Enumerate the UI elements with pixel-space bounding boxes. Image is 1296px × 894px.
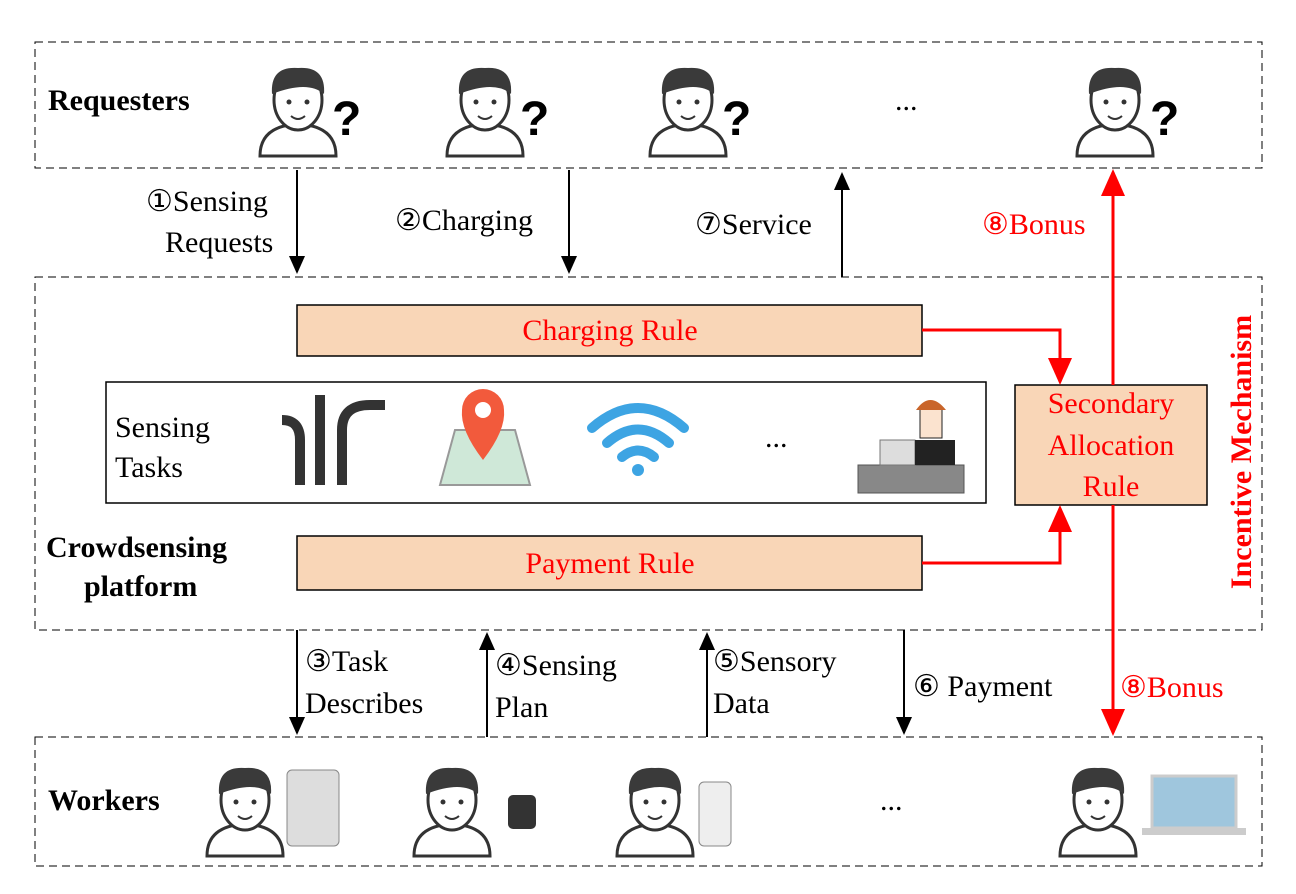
road-icon xyxy=(281,395,385,485)
sensing-tasks-ellipsis: ... xyxy=(765,421,788,454)
step-8-bonus-bottom: ⑧Bonus xyxy=(1120,671,1224,704)
step-7-label: ⑦Service xyxy=(695,208,812,241)
step-5-label: ⑤Sensory xyxy=(713,645,837,678)
platform-group xyxy=(34,276,1263,631)
question-icon: ? xyxy=(722,93,751,146)
secondary-allocation-rule-box xyxy=(1014,384,1208,506)
charging-rule-label: Charging Rule xyxy=(522,314,697,347)
requester-avatar xyxy=(1075,66,1155,158)
worker-avatar xyxy=(615,766,695,858)
question-icon: ? xyxy=(1150,93,1179,146)
question-icon: ? xyxy=(332,93,361,146)
step-3-label: Describes xyxy=(305,687,423,720)
step-1-label: Requests xyxy=(165,226,273,259)
step-5-label: Data xyxy=(713,687,770,720)
step-2-label: ②Charging xyxy=(395,204,533,237)
requesters-group xyxy=(34,41,1263,169)
step-6-label: ⑥ Payment xyxy=(913,670,1053,703)
payment-to-secondary-arrow xyxy=(922,505,1072,565)
charging-to-secondary-arrow xyxy=(922,328,1072,385)
requester-avatar xyxy=(445,66,525,158)
smartwatch-icon xyxy=(508,795,536,829)
worker-avatar xyxy=(205,766,285,858)
workers-ellipsis: ... xyxy=(880,784,903,817)
payment-rule-label: Payment Rule xyxy=(525,547,694,580)
worker-avatar xyxy=(1058,766,1138,858)
requester-avatar xyxy=(258,66,338,158)
requesters-ellipsis: ... xyxy=(895,84,918,117)
smartphone-icon xyxy=(698,781,732,847)
step-4-label: ④Sensing xyxy=(495,649,617,682)
secondary-allocation-label: Allocation xyxy=(1048,429,1175,462)
step-1-label: ①Sensing xyxy=(146,185,268,218)
workers-group xyxy=(34,736,1263,867)
tablet-icon xyxy=(286,769,340,847)
sensing-tasks-label: Tasks xyxy=(115,451,183,484)
incentive-mechanism-label: Incentive Mechanism xyxy=(1225,315,1258,589)
step-3-label: ③Task xyxy=(305,645,388,678)
platform-label: platform xyxy=(84,570,197,603)
workers-label: Workers xyxy=(48,784,160,817)
step-4-label: Plan xyxy=(495,691,548,724)
wifi-icon xyxy=(587,403,689,476)
sensing-tasks-label: Sensing xyxy=(115,411,210,444)
stressed-worker-icon xyxy=(857,400,965,494)
charging-rule-box xyxy=(296,304,923,357)
secondary-allocation-label: Secondary xyxy=(1048,387,1175,420)
requester-avatar xyxy=(648,66,728,158)
requesters-label: Requesters xyxy=(48,84,190,117)
sensing-tasks-box xyxy=(105,381,987,504)
secondary-allocation-label: Rule xyxy=(1083,470,1140,503)
step-8-bonus-top: ⑧Bonus xyxy=(982,208,1086,241)
map-pin-icon xyxy=(438,389,532,486)
question-icon: ? xyxy=(520,93,549,146)
payment-rule-box xyxy=(296,535,923,591)
platform-label: Crowdsensing xyxy=(46,531,227,564)
laptop-icon xyxy=(1142,774,1246,835)
worker-avatar xyxy=(412,766,492,858)
